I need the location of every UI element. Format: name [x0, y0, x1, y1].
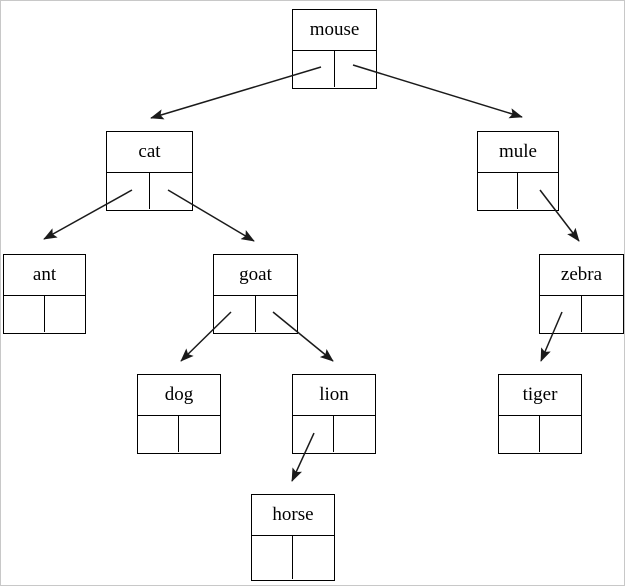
pointer-cell-left-mule	[478, 173, 518, 209]
tree-node-label-dog: dog	[138, 375, 220, 416]
tree-node-pointers-zebra	[540, 296, 623, 332]
pointer-cell-left-zebra	[540, 296, 582, 332]
tree-node-mouse: mouse	[292, 9, 377, 89]
tree-node-label-ant: ant	[4, 255, 85, 296]
tree-node-pointers-mouse	[293, 51, 376, 87]
pointer-cell-right-mule	[518, 173, 558, 209]
tree-node-pointers-cat	[107, 173, 192, 209]
tree-node-pointers-horse	[252, 536, 334, 579]
tree-node-mule: mule	[477, 131, 559, 211]
pointer-cell-right-lion	[334, 416, 375, 452]
pointer-cell-right-ant	[45, 296, 86, 332]
pointer-cell-right-tiger	[540, 416, 581, 452]
tree-node-zebra: zebra	[539, 254, 624, 334]
pointer-cell-left-horse	[252, 536, 293, 579]
tree-node-tiger: tiger	[498, 374, 582, 454]
tree-node-label-goat: goat	[214, 255, 297, 296]
tree-node-cat: cat	[106, 131, 193, 211]
pointer-cell-left-mouse	[293, 51, 335, 87]
tree-node-label-cat: cat	[107, 132, 192, 173]
tree-node-ant: ant	[3, 254, 86, 334]
pointer-cell-right-cat	[150, 173, 193, 209]
tree-node-horse: horse	[251, 494, 335, 581]
tree-node-pointers-tiger	[499, 416, 581, 452]
tree-edge-mouse-to-mule	[352, 64, 523, 119]
tree-node-pointers-dog	[138, 416, 220, 452]
tree-node-dog: dog	[137, 374, 221, 454]
pointer-cell-right-mouse	[335, 51, 377, 87]
pointer-cell-left-goat	[214, 296, 256, 332]
pointer-cell-right-zebra	[582, 296, 624, 332]
tree-node-lion: lion	[292, 374, 376, 454]
tree-node-pointers-ant	[4, 296, 85, 332]
pointer-cell-left-cat	[107, 173, 150, 209]
pointer-cell-right-dog	[179, 416, 220, 452]
tree-node-pointers-mule	[478, 173, 558, 209]
pointer-cell-left-lion	[293, 416, 334, 452]
pointer-cell-left-dog	[138, 416, 179, 452]
tree-node-goat: goat	[213, 254, 298, 334]
tree-node-label-lion: lion	[293, 375, 375, 416]
tree-node-label-horse: horse	[252, 495, 334, 536]
pointer-cell-left-ant	[4, 296, 45, 332]
pointer-cell-right-horse	[293, 536, 334, 579]
tree-node-label-mule: mule	[478, 132, 558, 173]
pointer-cell-left-tiger	[499, 416, 540, 452]
tree-node-pointers-lion	[293, 416, 375, 452]
pointer-cell-right-goat	[256, 296, 298, 332]
tree-node-pointers-goat	[214, 296, 297, 332]
tree-node-label-zebra: zebra	[540, 255, 623, 296]
tree-node-label-mouse: mouse	[293, 10, 376, 51]
tree-node-label-tiger: tiger	[499, 375, 581, 416]
